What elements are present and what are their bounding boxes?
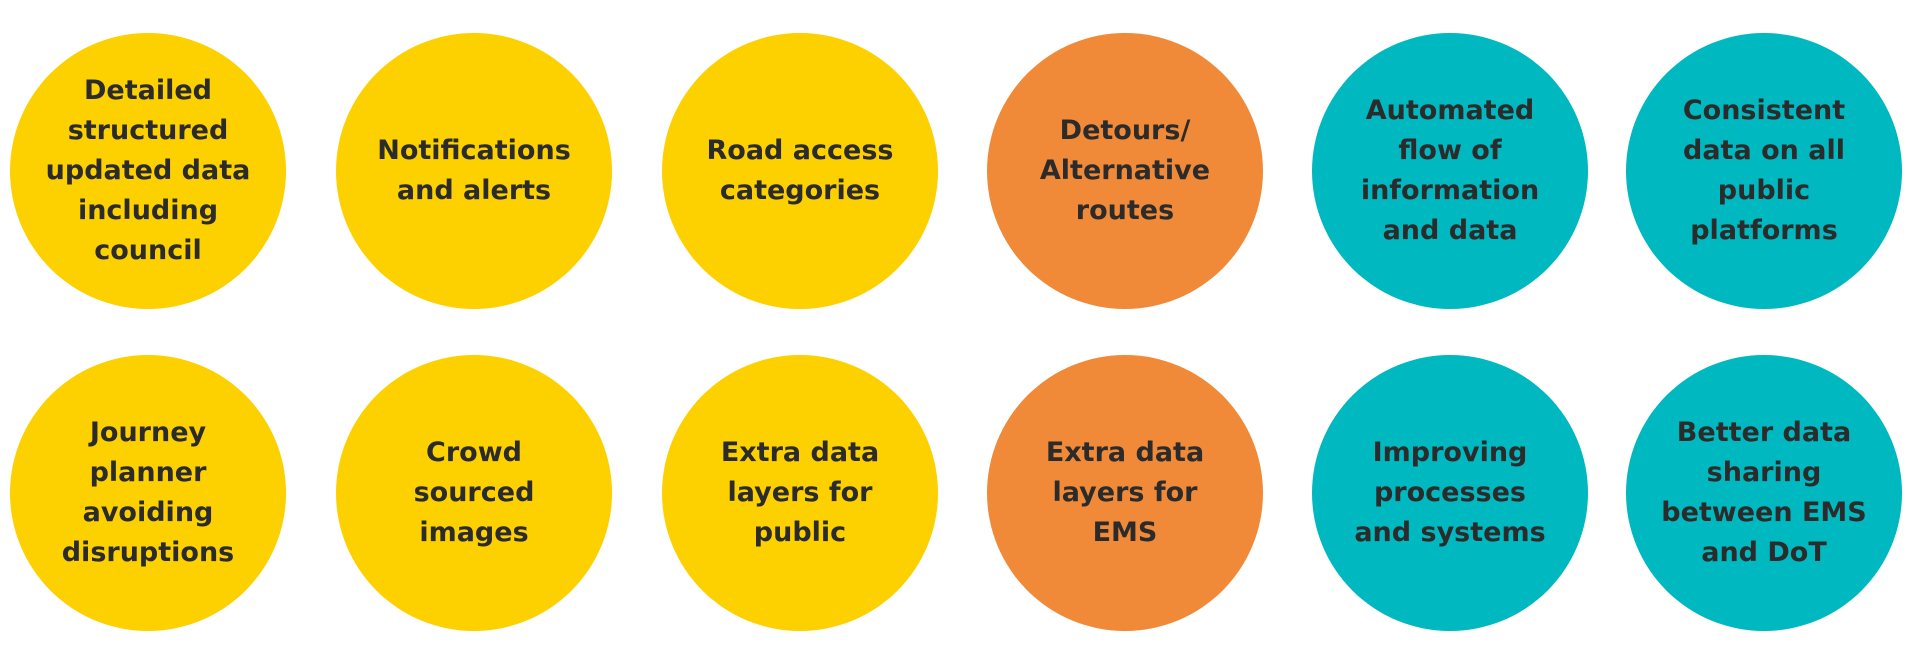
- circle-label: Detailed structured updated data includi…: [45, 75, 251, 266]
- circle-journey-planner: Journey planner avoiding disruptions: [10, 355, 286, 631]
- circle-extra-data-ems: Extra data layers for EMS: [987, 355, 1263, 631]
- circle-label: Extra data layers for public: [720, 437, 880, 548]
- circle-label: Better data sharing between EMS and DoT: [1661, 417, 1867, 568]
- circle-label: Consistent data on all public platforms: [1682, 95, 1846, 246]
- circle-label: Automated flow of information and data: [1360, 95, 1540, 246]
- circle-label: Extra data layers for EMS: [1045, 437, 1205, 548]
- circle-better-data-sharing: Better data sharing between EMS and DoT: [1626, 355, 1902, 631]
- circle-label: Notifications and alerts: [377, 135, 571, 206]
- circle-consistent-data: Consistent data on all public platforms: [1626, 33, 1902, 309]
- circle-improving-processes: Improving processes and systems: [1312, 355, 1588, 631]
- circle-label: Journey planner avoiding disruptions: [61, 417, 235, 568]
- circle-extra-data-public: Extra data layers for public: [662, 355, 938, 631]
- circle-label: Road access categories: [706, 135, 894, 206]
- circle-road-access-categories: Road access categories: [662, 33, 938, 309]
- circle-detours-alternative-routes: Detours/ Alternative routes: [987, 33, 1263, 309]
- circle-automated-flow: Automated flow of information and data: [1312, 33, 1588, 309]
- circle-crowd-sourced-images: Crowd sourced images: [336, 355, 612, 631]
- circle-detailed-structured-data: Detailed structured updated data includi…: [10, 33, 286, 309]
- circle-label: Detours/ Alternative routes: [1039, 115, 1211, 226]
- circle-label: Improving processes and systems: [1354, 437, 1546, 548]
- circle-notifications-alerts: Notifications and alerts: [336, 33, 612, 309]
- circle-label: Crowd sourced images: [413, 437, 535, 548]
